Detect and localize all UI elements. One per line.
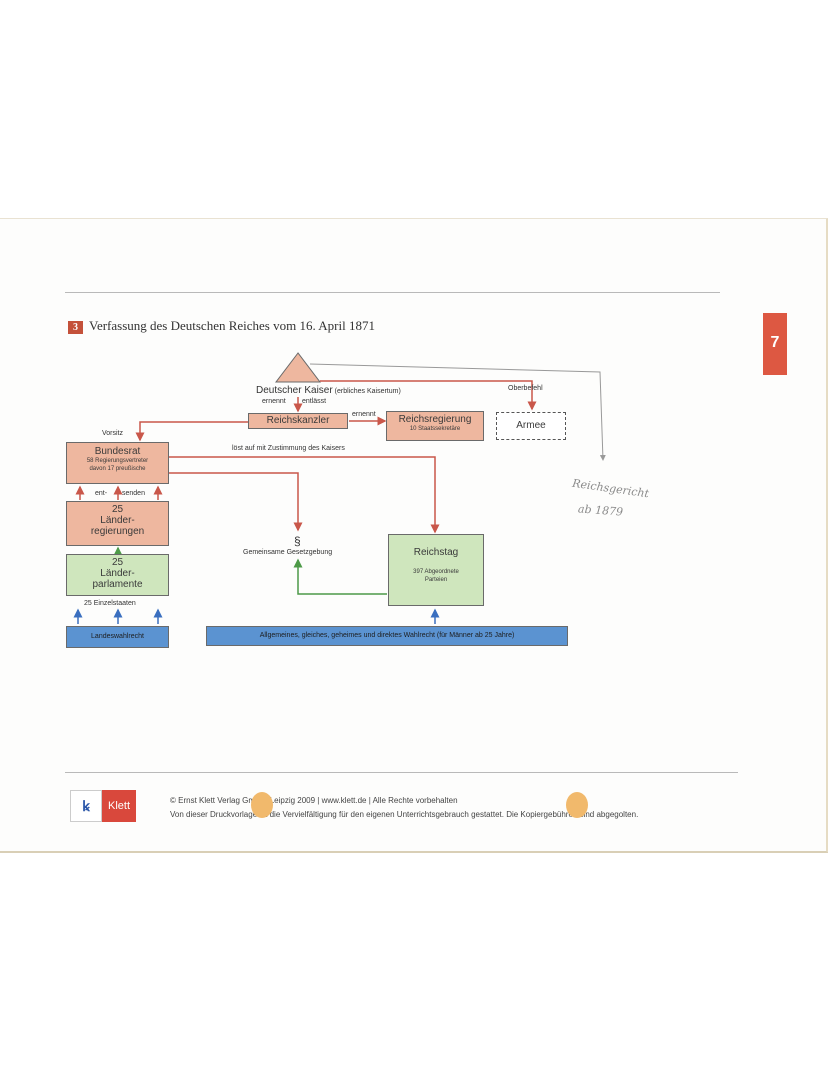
laenderregierungen-count: 25	[111, 504, 124, 515]
klett-logo-text: Klett	[102, 790, 136, 822]
kaiser-label: Deutscher Kaiser (erbliches Kaisertum)	[256, 385, 401, 396]
title-text: Verfassung des Deutschen Reiches vom 16.…	[89, 318, 375, 333]
label-einzelstaaten: 25 Einzelstaaten	[84, 600, 136, 607]
kaiser-triangle	[274, 352, 322, 383]
kaiser-title: Deutscher Kaiser	[256, 385, 333, 396]
laenderregierungen-line1: Länder-	[100, 515, 135, 526]
section-number: 3	[68, 321, 83, 334]
footer-copyright: © Ernst Klett Verlag GmbH, Leipzig 2009 …	[170, 796, 458, 805]
bundesrat-line1: 58 Regierungsvertreter	[86, 458, 149, 464]
arrow-oberbefehl	[320, 380, 537, 411]
box-landeswahlrecht: Landeswahlrecht	[66, 626, 169, 648]
label-ernennt-kaiser: ernennt	[262, 398, 286, 405]
arrow-vorsitz	[135, 421, 248, 442]
box-reichstag: Reichstag 397 Abgeordnete Parteien	[388, 534, 484, 606]
footer-notice: Von dieser Druckvorlage ist die Vervielf…	[170, 810, 639, 819]
box-bundesrat: Bundesrat 58 Regierungsvertreter davon 1…	[66, 442, 169, 484]
box-reichsregierung: Reichsregierung 10 Staatssekretäre	[386, 411, 484, 441]
label-ent: ent-	[95, 490, 108, 497]
punch-hole-left	[251, 792, 273, 818]
kaiser-note: (erbliches Kaisertum)	[334, 388, 401, 395]
label-entlaesst: entlässt	[302, 398, 327, 405]
reichstag-title: Reichstag	[413, 547, 459, 558]
arrow-reichstag-gesetz	[293, 558, 387, 595]
klett-logo-mark: ꝃ	[70, 790, 102, 822]
punch-hole-right	[566, 792, 588, 818]
reichsregierung-sub: 10 Staatssekretäre	[409, 426, 461, 432]
laenderparlamente-count: 25	[111, 557, 124, 568]
figure-title: 3 Verfassung des Deutschen Reiches vom 16…	[68, 318, 375, 334]
label-ernennt: ernennt	[352, 411, 376, 418]
klett-logo: ꝃ Klett	[70, 790, 136, 822]
box-wahlrecht: Allgemeines, gleiches, geheimes und dire…	[206, 626, 568, 646]
paragraph-icon: §	[294, 534, 301, 548]
arrow-loest-auf	[169, 456, 440, 534]
reichsregierung-title: Reichsregierung	[398, 414, 472, 425]
page-number-tab: 7	[763, 313, 787, 375]
footer-rule	[65, 772, 738, 773]
bundesrat-line2: davon 17 preußische	[89, 466, 146, 472]
label-loest-auf: löst auf mit Zustimmung des Kaisers	[232, 445, 345, 452]
reichstag-line2: Parteien	[424, 577, 448, 583]
label-senden: senden	[122, 490, 145, 497]
label-oberbefehl: Oberbefehl	[508, 385, 543, 392]
laenderregierungen-line2: regierungen	[90, 526, 145, 537]
label-gesetzgebung: Gemeinsame Gesetzgebung	[243, 549, 333, 556]
laenderparlamente-line2: parlamente	[92, 579, 143, 590]
box-laenderregierungen: 25 Länder- regierungen	[66, 501, 169, 546]
label-vorsitz: Vorsitz	[102, 430, 124, 437]
box-reichskanzler: Reichskanzler	[248, 413, 348, 429]
pencil-line-reichsgericht	[309, 363, 606, 461]
top-rule	[65, 292, 720, 293]
bundesrat-title: Bundesrat	[94, 446, 141, 457]
box-armee: Armee	[496, 412, 566, 440]
reichstag-line1: 397 Abgeordnete	[413, 569, 459, 575]
arrow-bundesrat-gesetz	[169, 472, 303, 532]
laenderparlamente-line1: Länder-	[100, 568, 135, 579]
box-laenderparlamente: 25 Länder- parlamente	[66, 554, 169, 596]
